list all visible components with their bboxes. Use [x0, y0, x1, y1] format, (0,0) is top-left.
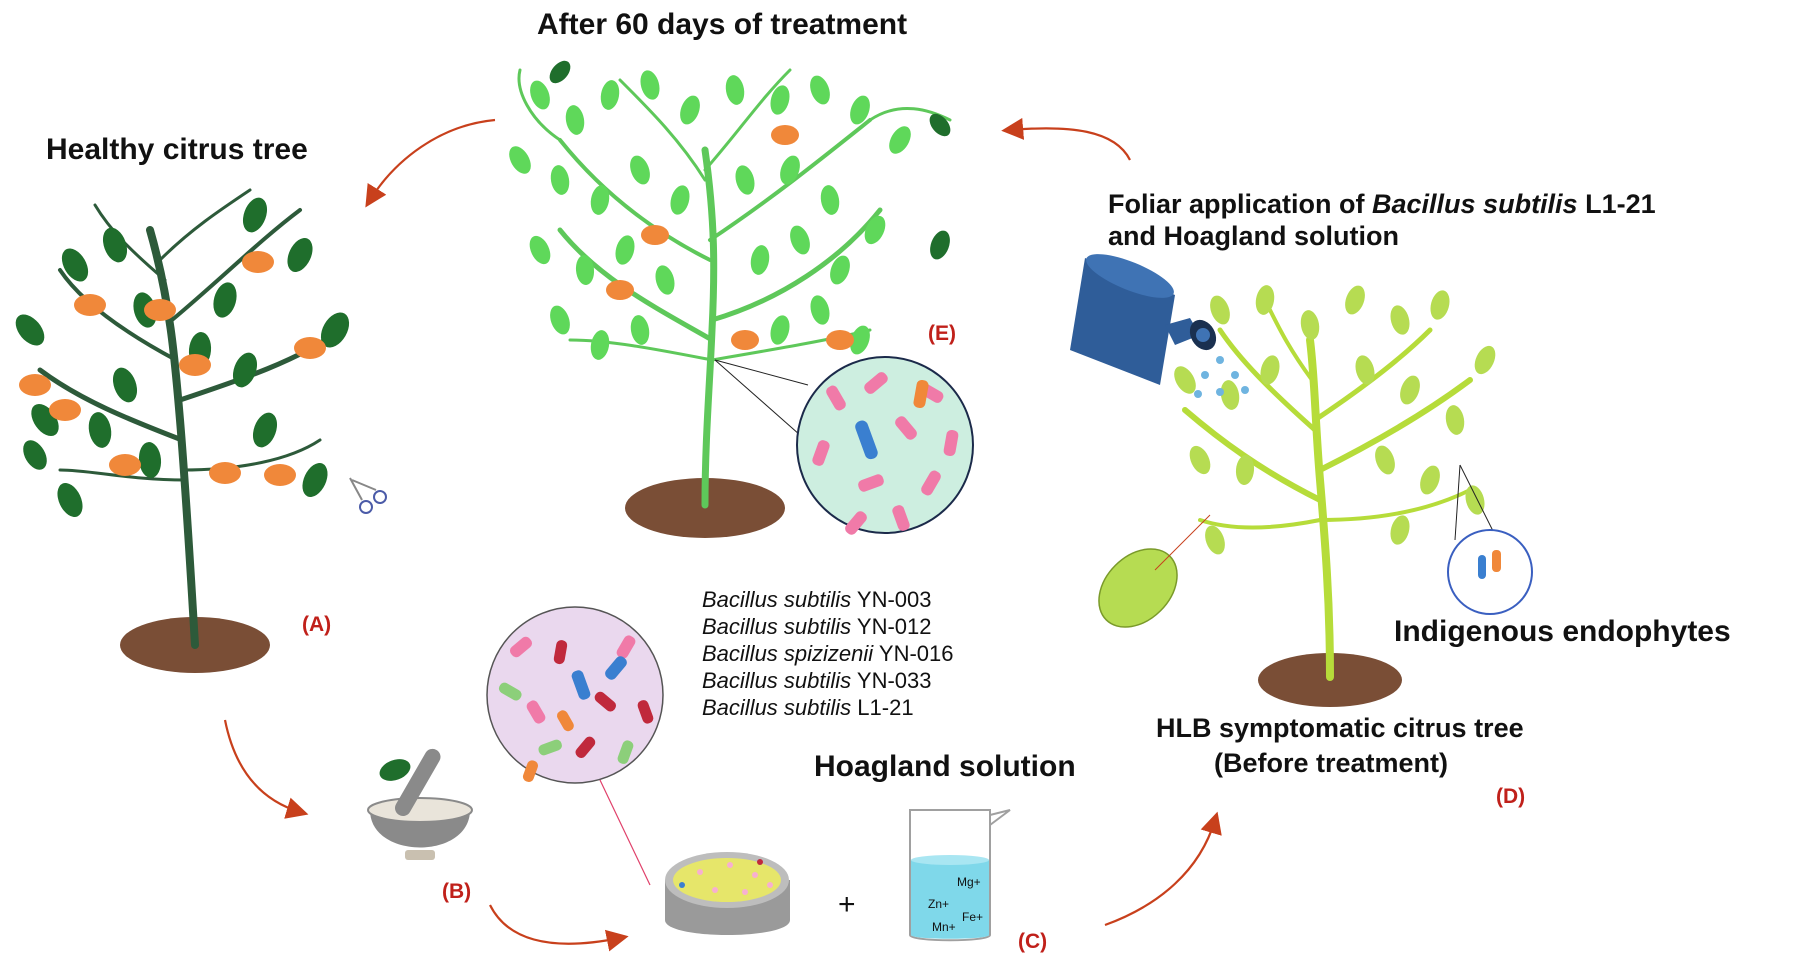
treated-endophyte-circle — [796, 356, 974, 535]
symptomatic-tree-branches — [1182, 308, 1473, 681]
water-drops — [1194, 356, 1249, 398]
healthy-tree-leaves — [15, 197, 350, 517]
healthy-tree-branches — [37, 188, 343, 649]
treated-tree-fruits — [606, 125, 854, 350]
panel-label-b: (B) — [442, 880, 472, 903]
treated-tree-leaves — [509, 70, 911, 360]
strain-item: Bacillus subtilis YN-003 — [702, 587, 932, 612]
symptomatic-leaf-detail — [1098, 548, 1178, 628]
title-indigenous-endophytes: Indigenous endophytes — [1394, 615, 1731, 648]
arrow-d-to-e — [1001, 117, 1131, 161]
foliar-prefix: Foliar application of — [1108, 189, 1373, 219]
symptomatic-tree-leaves — [1174, 285, 1496, 555]
healthy-tree — [15, 188, 387, 673]
treated-tree — [509, 60, 952, 538]
mortar-pestle-icon — [367, 748, 473, 860]
arrow-b-to-c — [489, 904, 629, 952]
indigenous-endophyte-circle — [1447, 529, 1533, 615]
arrow-a-to-b — [223, 719, 309, 819]
beaker-icon — [909, 809, 1011, 942]
scissors-icon — [349, 477, 387, 514]
ion-zn: Zn+ — [928, 897, 950, 911]
ion-fe: Fe+ — [962, 910, 984, 924]
title-hoagland-solution: Hoagland solution — [814, 750, 1076, 783]
arrow-c-to-d — [1104, 811, 1222, 927]
strain-microbe-circle — [486, 606, 664, 886]
petri-dish-icon — [665, 852, 790, 935]
panel-label-a: (A) — [302, 613, 332, 636]
cycle-arrows — [223, 117, 1222, 952]
hlb-caption-line1: HLB symptomatic citrus tree — [1156, 713, 1524, 743]
ion-mg: Mg+ — [957, 875, 981, 889]
panel-label-e: (E) — [928, 322, 956, 345]
hlb-caption-line2: (Before treatment) — [1214, 748, 1449, 778]
watering-can-icon — [1070, 254, 1217, 385]
healthy-tree-fruits — [19, 251, 326, 486]
ion-mn: Mn+ — [932, 920, 956, 934]
arrow-e-to-a — [365, 118, 496, 208]
strain-item: Bacillus subtilis YN-033 — [702, 668, 932, 693]
strain-list: Bacillus subtilis YN-003 Bacillus subtil… — [702, 586, 954, 721]
symptomatic-tree — [1098, 285, 1533, 707]
strain-item: Bacillus subtilis YN-012 — [702, 614, 932, 639]
foliar-application-text: Foliar application of Bacillus subtilis … — [1108, 188, 1656, 252]
title-after-treatment: After 60 days of treatment — [537, 8, 908, 41]
foliar-species: Bacillus subtilis — [1372, 189, 1578, 219]
plus-sign: + — [838, 888, 856, 921]
foliar-suffix: L1-21 — [1577, 189, 1656, 219]
foliar-line2: and Hoagland solution — [1108, 221, 1399, 251]
treated-tree-dark-leaves — [549, 60, 951, 260]
strain-item: Bacillus subtilis L1-21 — [702, 695, 914, 720]
strain-item: Bacillus spizizenii YN-016 — [702, 641, 954, 666]
panel-label-d: (D) — [1496, 785, 1526, 808]
title-healthy-tree: Healthy citrus tree — [46, 133, 308, 166]
panel-label-c: (C) — [1018, 930, 1048, 953]
